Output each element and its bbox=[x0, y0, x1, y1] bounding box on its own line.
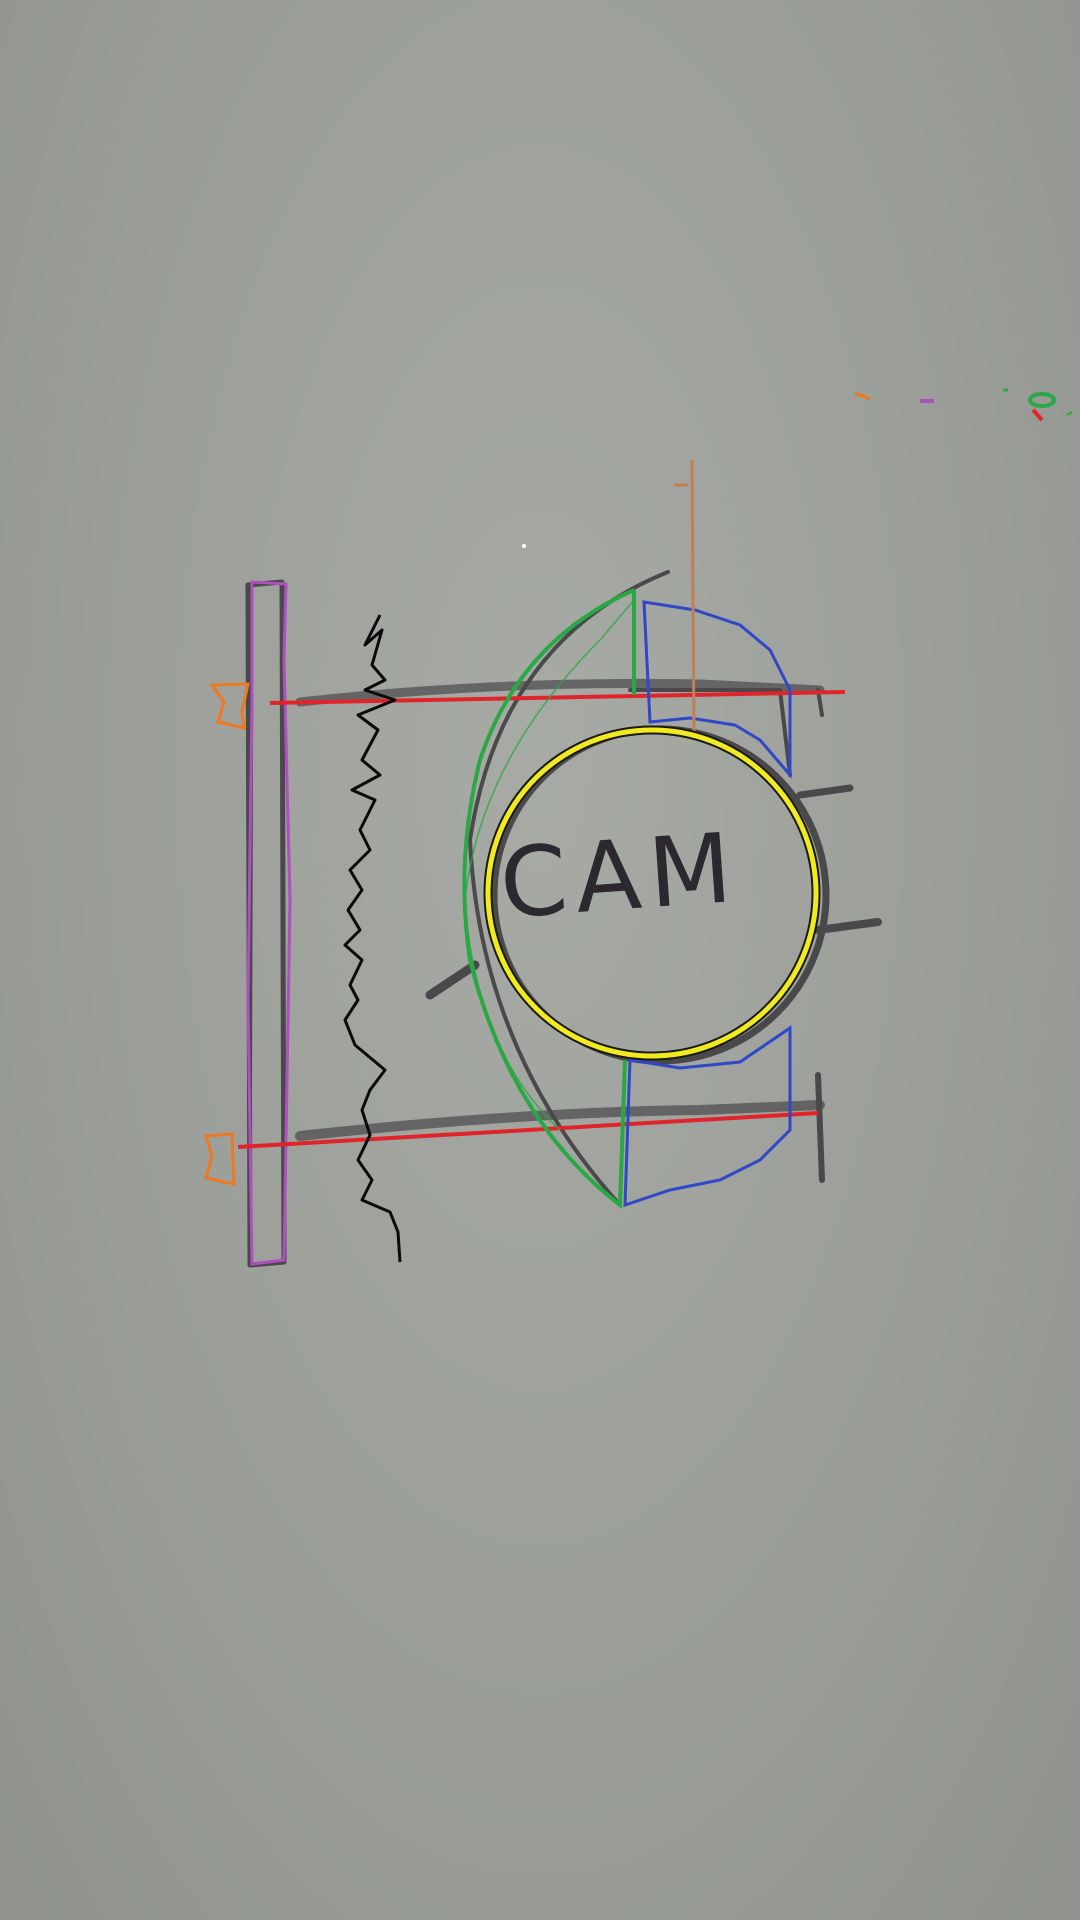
brown-line bbox=[674, 459, 696, 736]
pencil-sketch bbox=[245, 570, 882, 1268]
orange-marker-bottom bbox=[204, 1132, 236, 1186]
red-line-top bbox=[269, 690, 846, 705]
green-ring bbox=[1028, 392, 1056, 408]
speck bbox=[522, 544, 526, 548]
black-zigzag bbox=[343, 614, 402, 1263]
red-line-bottom bbox=[237, 1111, 819, 1149]
cam-label: CAM bbox=[496, 811, 744, 941]
blue-outline-bottom bbox=[623, 1025, 792, 1208]
green-inner-line bbox=[464, 599, 635, 1131]
palette-marks bbox=[854, 388, 1073, 422]
red-mark bbox=[1031, 408, 1044, 422]
orange-mark bbox=[854, 391, 871, 401]
orange-marker-top bbox=[209, 682, 250, 730]
purple-bar-outline bbox=[246, 580, 292, 1266]
green-outline bbox=[462, 588, 636, 1209]
blue-outline-top bbox=[642, 600, 792, 780]
